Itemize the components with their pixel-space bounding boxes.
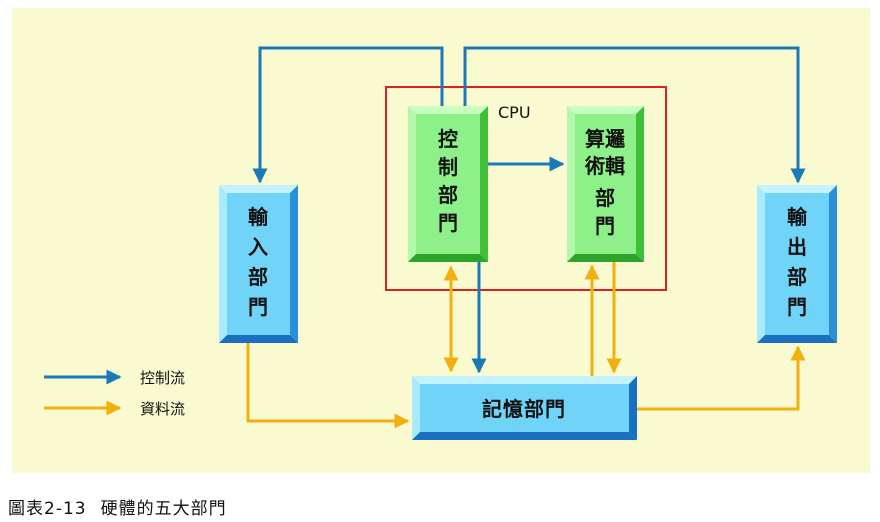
legend: 控制流 資料流 [44, 369, 185, 418]
cpu-label: CPU [498, 103, 531, 122]
memory-to-output-line [637, 345, 806, 411]
control-flow-lines [252, 46, 806, 374]
alu-block: 算邏術輯部門 [567, 106, 644, 262]
input-label: 輸入部門 [248, 205, 269, 319]
cpu-frame [385, 86, 667, 291]
legend-data-flow-label: 資料流 [140, 400, 185, 418]
figure-number: 圖表2-13 [8, 499, 87, 519]
control-unit-label: 控制部門 [438, 127, 458, 235]
control-to-output-line [463, 46, 806, 184]
data-flow-lines [246, 262, 806, 429]
output-block: 輸出部門 [757, 185, 837, 343]
legend-control-flow-label: 控制流 [140, 369, 185, 387]
input-block: 輸入部門 [219, 185, 298, 343]
memory-label: 記憶部門 [482, 397, 566, 421]
figure-title: 硬體的五大部門 [100, 499, 227, 519]
control-to-input-line [252, 46, 444, 184]
control-unit-block: 控制部門 [408, 106, 488, 262]
output-label: 輸出部門 [787, 205, 808, 319]
figure-caption: 圖表2-13 硬體的五大部門 [8, 494, 241, 519]
input-to-memory-line [246, 343, 410, 429]
alu-label: 算邏術輯部門 [584, 127, 625, 238]
memory-block: 記憶部門 [412, 376, 637, 440]
